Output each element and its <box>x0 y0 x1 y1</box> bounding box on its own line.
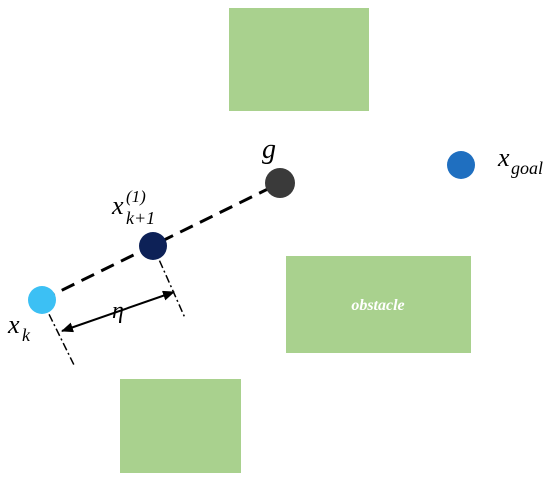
obstacle-middle <box>286 256 471 353</box>
label-x-goal-sub: goal <box>511 158 543 178</box>
eta-label: η <box>112 298 124 324</box>
label-x-goal-main: x <box>497 143 510 172</box>
node-g <box>265 168 295 198</box>
label-x-k1-sub: k+1 <box>126 208 155 228</box>
eta-arrow <box>61 290 175 333</box>
node-x-k <box>28 286 56 314</box>
label-g: g <box>262 134 276 165</box>
label-x-k-plus-1: x (1) k+1 <box>111 187 155 228</box>
obstacle-bottom <box>120 379 241 473</box>
obstacle-label: obstacle <box>351 297 404 314</box>
label-x-goal: x goal <box>497 143 543 178</box>
node-x-k-plus-1 <box>139 232 167 260</box>
guide-line-end <box>152 245 186 319</box>
label-x-k1-sup: (1) <box>126 187 146 206</box>
label-x-k1-main: x <box>111 191 124 220</box>
label-x-k-main: x <box>7 310 20 339</box>
obstacle-top <box>229 8 369 111</box>
label-x-k: x k <box>7 310 31 345</box>
node-x-goal <box>447 151 475 179</box>
label-x-k-sub: k <box>22 325 31 345</box>
